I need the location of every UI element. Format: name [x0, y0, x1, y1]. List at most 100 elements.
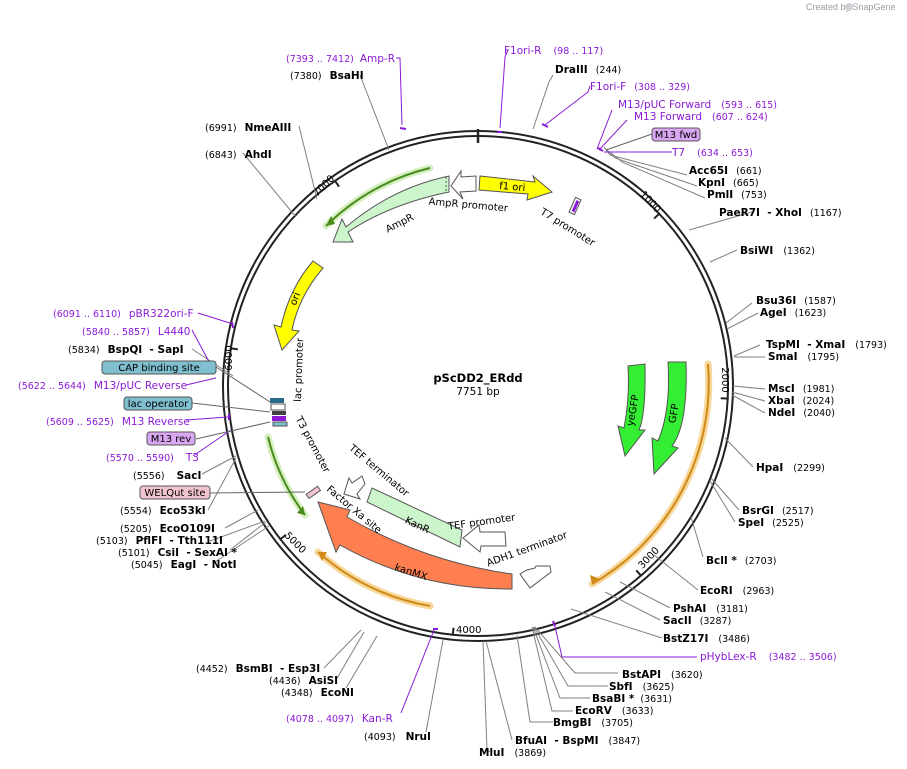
box-cap-binding-site-label: CAP binding site — [118, 363, 200, 374]
orf-tracks — [264, 164, 713, 610]
tick-mark-5000 — [278, 534, 287, 541]
enzyme-bsahi[interactable]: (7380)BsaHI — [290, 70, 364, 82]
label-yegfp: yeGFP — [625, 394, 641, 427]
feature-ampr[interactable] — [332, 175, 450, 243]
enzyme-mlui[interactable]: MluI(3869) — [479, 747, 546, 759]
feature-adh1-terminator[interactable] — [519, 565, 552, 589]
leader-lines — [185, 49, 766, 753]
enzyme-bfuai-bspmi[interactable]: BfuAI - BspMI(3847) — [515, 735, 640, 747]
feature-factor-xa-site[interactable] — [305, 485, 322, 500]
primer-t7[interactable]: T7(634 .. 653) — [671, 147, 753, 159]
box-cap-binding-site[interactable]: CAP binding site — [101, 360, 217, 375]
enzyme-sacii[interactable]: SacII(3287) — [663, 615, 731, 627]
label-f1-ori: f1 ori — [499, 181, 526, 194]
label-t7-promoter: T7 promoter — [537, 206, 597, 249]
primer-m13-reverse[interactable]: (5609 .. 5625)M13 Reverse — [46, 416, 190, 428]
primer-l4440[interactable]: (5840 .. 5857)L4440 — [82, 326, 190, 338]
enzyme-ecori[interactable]: EcoRI(2963) — [700, 585, 774, 597]
plasmid-name: pScDD2_ERdd — [433, 371, 522, 386]
box-welqut-site-label: WELQut site — [144, 488, 205, 499]
label-t3-promoter: T3 promoter — [292, 414, 332, 476]
box-m13-fwd-label: M13 fwd — [655, 130, 697, 141]
label-ori: ori — [288, 291, 303, 307]
label-ampr-promoter: AmpR promoter — [428, 197, 509, 215]
enzyme-smai[interactable]: SmaI(1795) — [768, 351, 839, 363]
primer-kan-r[interactable]: (4078 .. 4097)Kan-R — [286, 713, 393, 725]
feature-lac-region[interactable] — [270, 398, 288, 427]
enzyme-saci[interactable]: (5556)SacI — [133, 470, 201, 482]
tick-mark-6000 — [229, 347, 238, 351]
tick-mark-1000 — [653, 212, 661, 220]
enzyme-hpai[interactable]: HpaI(2299) — [756, 462, 825, 474]
enzyme-acc65i[interactable]: Acc65I(661) — [689, 165, 762, 177]
enzyme-draiii[interactable]: DraIII(244) — [555, 64, 621, 76]
box-lac-operator[interactable]: lac operator — [123, 396, 193, 411]
tick-label-6000: 6000 — [224, 345, 235, 370]
enzyme-nmeaiii[interactable]: (6991)NmeAIII — [205, 122, 291, 134]
enzyme-pshai[interactable]: PshAI(3181) — [673, 603, 748, 615]
feature-kanmx[interactable] — [317, 501, 513, 590]
enzyme-bsu36i[interactable]: Bsu36I(1587) — [756, 295, 836, 307]
enzyme-bmgbi[interactable]: BmgBI(3705) — [553, 717, 633, 729]
feature-ampr-promoter[interactable] — [450, 169, 477, 200]
enzyme-bsmbi-esp3i[interactable]: (4452)BsmBI - Esp3I — [196, 663, 320, 675]
box-m13-fwd[interactable]: M13 fwd — [651, 127, 701, 142]
primer-m13-forward[interactable]: M13 Forward(607 .. 624) — [634, 111, 768, 123]
tick-mark-3000 — [635, 569, 643, 578]
enzyme-ecorv[interactable]: EcoRV(3633) — [575, 705, 653, 717]
primer-m13-puc-reverse[interactable]: (5622 .. 5644)M13/pUC Reverse — [18, 380, 187, 392]
primer-f1ori-r[interactable]: F1ori-R(98 .. 117) — [504, 45, 603, 57]
feature-yegfp[interactable] — [617, 363, 647, 458]
plasmid-length: 7751 bp — [456, 386, 500, 398]
primer-phyblex-r[interactable]: pHybLex-R(3482 .. 3506) — [700, 651, 837, 663]
box-m13-rev[interactable]: M13 rev — [146, 431, 196, 446]
enzyme-kpni[interactable]: KpnI(665) — [698, 177, 759, 189]
feature-kanr[interactable] — [366, 487, 463, 548]
enzyme-pflfi-tth111i[interactable]: (5103)PflFI - Tth111I — [96, 535, 223, 547]
enzyme-csii-sexai[interactable]: (5101)CsiI - SexAI * — [118, 547, 238, 559]
enzyme-eco53ki[interactable]: (5554)Eco53kI — [120, 505, 206, 517]
primer-t3[interactable]: (5570 .. 5590)T3 — [106, 452, 199, 464]
enzyme-ndei[interactable]: NdeI(2040) — [768, 407, 835, 419]
enzyme-sbfi[interactable]: SbfI(3625) — [609, 681, 674, 693]
tick-label-4000: 4000 — [456, 625, 481, 636]
enzyme-bsabi[interactable]: BsaBI *(3631) — [592, 693, 672, 705]
enzyme-tspmi-xmai[interactable]: TspMI - XmaI(1793) — [766, 339, 887, 351]
label-gfp: GFP — [667, 403, 681, 424]
feature-tef-terminator[interactable] — [343, 475, 366, 500]
enzyme-econi[interactable]: (4348)EcoNI — [281, 687, 354, 699]
enzyme-xbai[interactable]: XbaI(2024) — [768, 395, 834, 407]
primer-labels: (7393 .. 7412)Amp-R F1ori-R(98 .. 117) F… — [18, 45, 837, 725]
feature-gfp[interactable] — [651, 361, 687, 476]
enzyme-msci[interactable]: MscI(1981) — [768, 383, 834, 395]
enzyme-bsrgi[interactable]: BsrGI(2517) — [742, 505, 814, 517]
enzyme-bstapi[interactable]: BstAPI(3620) — [622, 669, 703, 681]
enzyme-nrui[interactable]: (4093)NruI — [364, 731, 431, 743]
feature-tef-promoter[interactable] — [462, 524, 507, 553]
primer-f1ori-f[interactable]: F1ori-F(308 .. 329) — [590, 81, 690, 93]
primer-m13-puc-forward[interactable]: M13/pUC Forward(593 .. 615) — [618, 99, 777, 111]
enzyme-bstz17i[interactable]: BstZ17I(3486) — [663, 633, 750, 645]
primer-amp-r[interactable]: (7393 .. 7412)Amp-R — [286, 53, 395, 65]
label-ampr: AmpR — [384, 212, 416, 235]
enzyme-pmli[interactable]: PmlI(753) — [707, 189, 767, 201]
enzyme-paer7i-xhoi[interactable]: PaeR7I - XhoI(1167) — [719, 207, 842, 219]
tick-mark-4000 — [451, 627, 455, 636]
enzyme-bsiwi[interactable]: BsiWI(1362) — [740, 245, 815, 257]
feature-t7-promoter[interactable] — [568, 196, 582, 216]
enzyme-bcli[interactable]: BclI *(2703) — [706, 555, 776, 567]
enzyme-ahdi[interactable]: (6843)AhdI — [205, 149, 272, 161]
enzyme-agei[interactable]: AgeI(1623) — [760, 307, 826, 319]
enzyme-ecoo109i[interactable]: (5205)EcoO109I — [120, 523, 215, 535]
primer-pbr322ori-f[interactable]: (6091 .. 6110)pBR322ori-F — [53, 308, 194, 320]
enzyme-spei[interactable]: SpeI(2525) — [738, 517, 804, 529]
snapgene-logo-icon — [845, 3, 853, 11]
enzyme-asisi[interactable]: (4436)AsiSI — [269, 675, 338, 687]
feature-f1-ori[interactable] — [478, 174, 554, 201]
box-m13-rev-label: M13 rev — [151, 434, 192, 445]
feature-ori[interactable] — [273, 260, 324, 351]
enzyme-eagi-noti[interactable]: (5045)EagI - NotI — [131, 559, 237, 571]
enzyme-bspqi-sapi[interactable]: (5834)BspQI - SapI — [68, 344, 184, 356]
box-welqut-site[interactable]: WELQut site — [139, 485, 211, 500]
